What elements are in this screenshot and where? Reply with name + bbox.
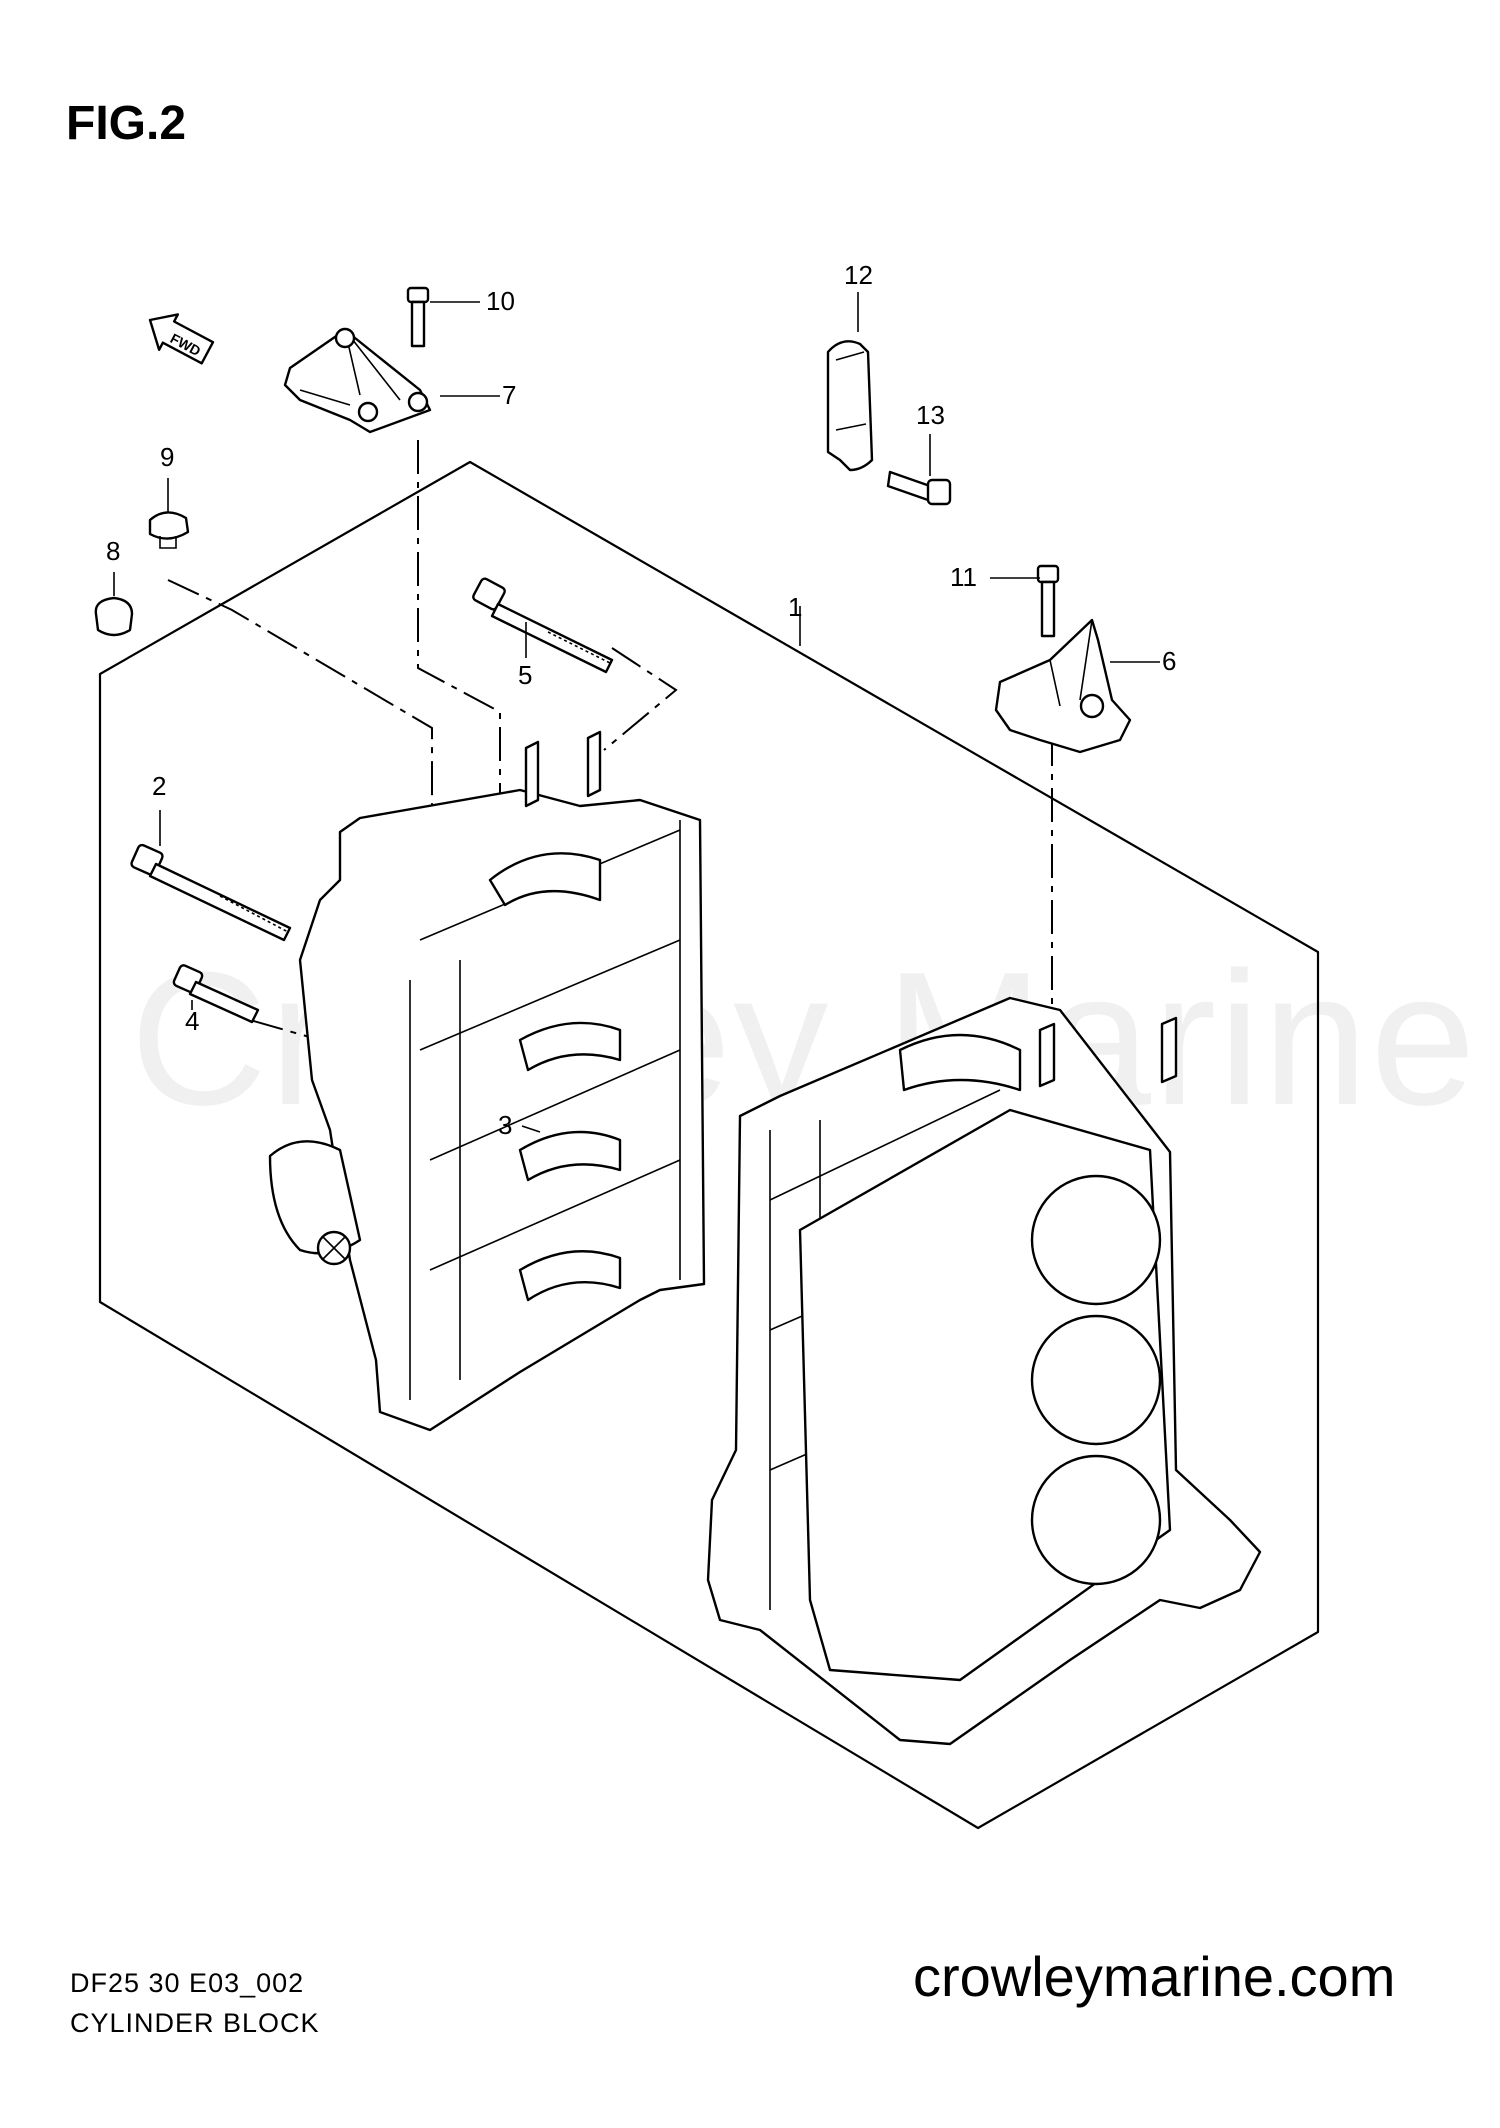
callout-1: 1 [788,592,802,622]
cylinder-block-right-half [706,996,1262,1746]
callout-11: 11 [950,562,977,592]
part-11-bolt [1036,564,1060,638]
callout-3: 3 [498,1110,512,1140]
diagram-code: DF25 30 E03_002 [70,1968,305,1998]
callout-12: 12 [844,260,873,290]
callout-8: 8 [106,536,120,566]
part-13-bolt [886,470,952,506]
callout-6: 6 [1162,646,1176,676]
fwd-arrow-icon: FWD [148,313,215,365]
part-8-nut [94,596,134,637]
callout-13: 13 [916,400,945,430]
callout-2: 2 [152,771,166,801]
part-12-clamp [826,340,874,472]
callout-9: 9 [160,442,174,472]
part-10-bolt [406,286,430,348]
diagram-name: CYLINDER BLOCK [70,2008,320,2038]
part-7-bracket [283,327,432,434]
part-9-grommet [148,511,190,549]
callout-7: 7 [502,380,516,410]
callout-4: 4 [185,1006,199,1036]
assembly-frame [98,460,1320,1830]
part-6-bracket [994,618,1132,754]
leader-lines [167,440,1053,1041]
crankcase-left-half [268,730,706,1432]
figure-title: FIG.2 [66,97,187,150]
callout-labels: 1 2 3 4 5 6 7 8 9 10 11 12 13 [106,260,1176,1140]
part-2-bolt [130,843,292,942]
part-5-bolt [472,577,614,674]
callout-10: 10 [486,286,515,316]
website-url: crowleymarine.com [913,1945,1396,2008]
callout-leaders [113,292,1160,1133]
callout-5: 5 [518,660,532,690]
part-4-bolt [172,964,260,1024]
